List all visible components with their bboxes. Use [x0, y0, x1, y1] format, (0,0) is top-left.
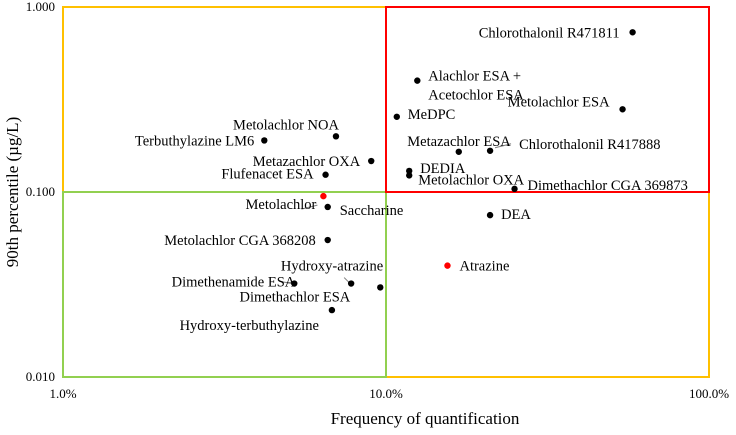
label-connectors [280, 143, 512, 285]
y-tick-label: 1.000 [26, 0, 55, 14]
data-point [393, 113, 400, 120]
label-leader-line [494, 143, 512, 149]
label-leader-line [280, 281, 293, 285]
data-label: Saccharine [340, 203, 404, 219]
data-label: Flufenacet ESA [221, 167, 314, 183]
data-label: Chlorothalonil R417888 [519, 137, 660, 153]
data-point [511, 185, 518, 193]
data-point [291, 280, 298, 287]
label-leader-line [301, 204, 318, 210]
label-leader-line [343, 277, 350, 283]
data-label: Dimethachlor CGA 369873 [528, 178, 688, 194]
data-label: Metolachlor OXA [418, 172, 524, 188]
data-label: Hydroxy-terbuthylazine [180, 318, 319, 334]
quadrant-boxes [62, 6, 710, 378]
data-point [261, 137, 268, 144]
data-label: Atrazine [459, 259, 509, 275]
y-tick-label: 0.100 [26, 184, 55, 199]
high-region-box [385, 6, 710, 193]
data-point [328, 306, 336, 314]
data-point [377, 284, 384, 291]
data-point [320, 192, 327, 200]
data-label: Alachlor ESA +Acetochlor ESA [428, 69, 524, 104]
y-axis-title: 90th percentile (µg/L) [3, 117, 22, 267]
data-label: Terbuthylazine LM6 [135, 133, 254, 149]
data-point [324, 236, 331, 244]
data-point [455, 148, 462, 155]
data-point [332, 133, 340, 140]
data-point [486, 211, 494, 219]
data-point [368, 157, 375, 165]
data-label: Metazachlor ESA [407, 134, 511, 150]
data-point [406, 172, 413, 179]
data-point [406, 167, 413, 175]
x-axis-title: Frequency of quantification [331, 409, 520, 428]
data-point [347, 280, 355, 287]
data-point [444, 262, 451, 269]
data-point [619, 106, 626, 113]
data-label: Chlorothalonil R471811 [479, 25, 620, 41]
x-tick-label: 100.0% [689, 386, 729, 401]
data-point [322, 171, 329, 178]
low-region-box [62, 191, 387, 378]
data-label: Metolachlor CGA 368208 [164, 233, 315, 249]
data-point [414, 77, 421, 84]
data-point [486, 147, 494, 154]
data-point [629, 29, 636, 36]
data-label: MeDPC [408, 107, 456, 123]
data-label: DEDIA [420, 161, 466, 177]
data-label: Dimethenamide ESA [172, 275, 296, 291]
axis-ticks: 1.0% 10.0% 100.0% 0.010 0.100 1.000 [26, 0, 729, 401]
data-point [324, 203, 331, 211]
x-tick-label: 10.0% [369, 386, 403, 401]
data-label: Metolachlor ESA [508, 94, 610, 110]
y-tick-label: 0.010 [26, 369, 55, 384]
data-label: Metolachlor NOA [233, 117, 339, 133]
data-label: Metazachlor OXA [253, 154, 361, 170]
data-label: Dimethachlor ESA [240, 289, 351, 305]
data-label: Hydroxy-atrazine [281, 259, 383, 275]
x-tick-label: 1.0% [49, 386, 76, 401]
data-label: DEA [501, 207, 531, 223]
data-points [261, 29, 636, 314]
data-label: Metolachlor [246, 197, 317, 213]
